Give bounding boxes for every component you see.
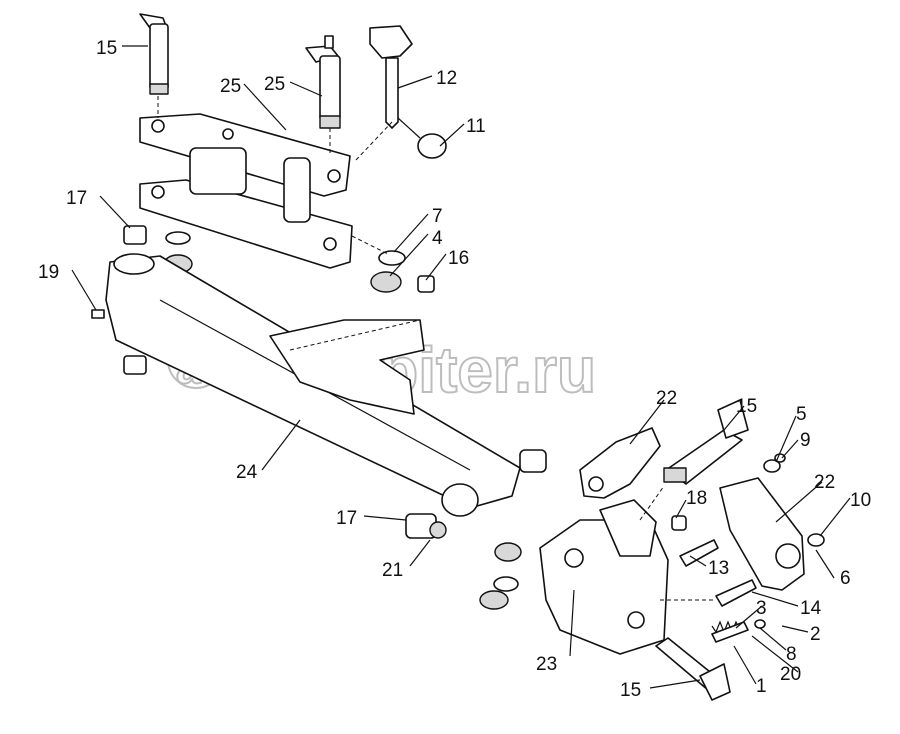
- callout-17: 17: [336, 508, 357, 529]
- part-pin-14: [715, 579, 757, 607]
- callout-15: 15: [96, 38, 117, 59]
- part-axle-beam-24: [105, 253, 547, 517]
- callout-15: 15: [620, 680, 641, 701]
- callout-5: 5: [796, 404, 807, 425]
- callout-1: 1: [756, 676, 767, 697]
- callout-25: 25: [220, 76, 241, 97]
- callout-18: 18: [686, 488, 707, 509]
- callout-13: 13: [708, 558, 729, 579]
- callout-16: 16: [448, 248, 469, 269]
- part-lever-22-right: [719, 477, 805, 591]
- callouts: 15 25 25 12 11 17 7 4 16 19 22 15 5 9 22…: [38, 38, 871, 701]
- callout-6: 6: [840, 568, 851, 589]
- part-lynch-pin-12: [369, 25, 413, 129]
- part-washers-10-6: [807, 533, 825, 547]
- callout-10: 10: [850, 490, 871, 511]
- part-bearings-lower: [479, 542, 522, 610]
- callout-20: 20: [780, 664, 801, 685]
- callout-25: 25: [264, 74, 285, 95]
- callout-24: 24: [236, 462, 258, 483]
- callout-14: 14: [800, 598, 822, 619]
- callout-9: 9: [800, 430, 811, 451]
- part-lever-22-left: [579, 427, 661, 499]
- callout-8: 8: [786, 644, 797, 665]
- callout-4: 4: [432, 228, 443, 249]
- callout-3: 3: [756, 598, 767, 619]
- callout-19: 19: [38, 262, 59, 283]
- assembly-lines: [157, 96, 716, 601]
- callout-23: 23: [536, 654, 557, 675]
- callout-17: 17: [66, 188, 87, 209]
- part-bracket-25: [139, 113, 353, 269]
- leader-lines: [71, 45, 851, 689]
- callout-15: 15: [736, 396, 757, 417]
- part-pin-15-bottom: [655, 637, 731, 701]
- part-spring-3: [711, 620, 741, 634]
- callout-11: 11: [466, 116, 486, 137]
- part-bracket-23: [539, 499, 669, 655]
- part-ring-11: [397, 117, 447, 159]
- callout-22: 22: [656, 388, 677, 409]
- callout-12: 12: [436, 68, 457, 89]
- callout-7: 7: [432, 206, 443, 227]
- part-nut-18: [671, 515, 687, 531]
- part-grease-pin-25: [305, 35, 341, 129]
- callout-21: 21: [382, 560, 403, 581]
- callout-2: 2: [810, 624, 821, 645]
- part-bushing-17-top: [123, 225, 147, 375]
- part-grease-nipple-19: [91, 309, 105, 319]
- part-bearing-4: [370, 271, 402, 293]
- part-washer-7: [378, 250, 406, 266]
- callout-22: 22: [814, 472, 835, 493]
- part-washers-5-9: [763, 453, 786, 473]
- part-nut-21: [429, 521, 447, 539]
- part-pin-15-top: [139, 13, 169, 95]
- part-nut-16: [417, 275, 435, 293]
- part-pin-13: [679, 539, 719, 567]
